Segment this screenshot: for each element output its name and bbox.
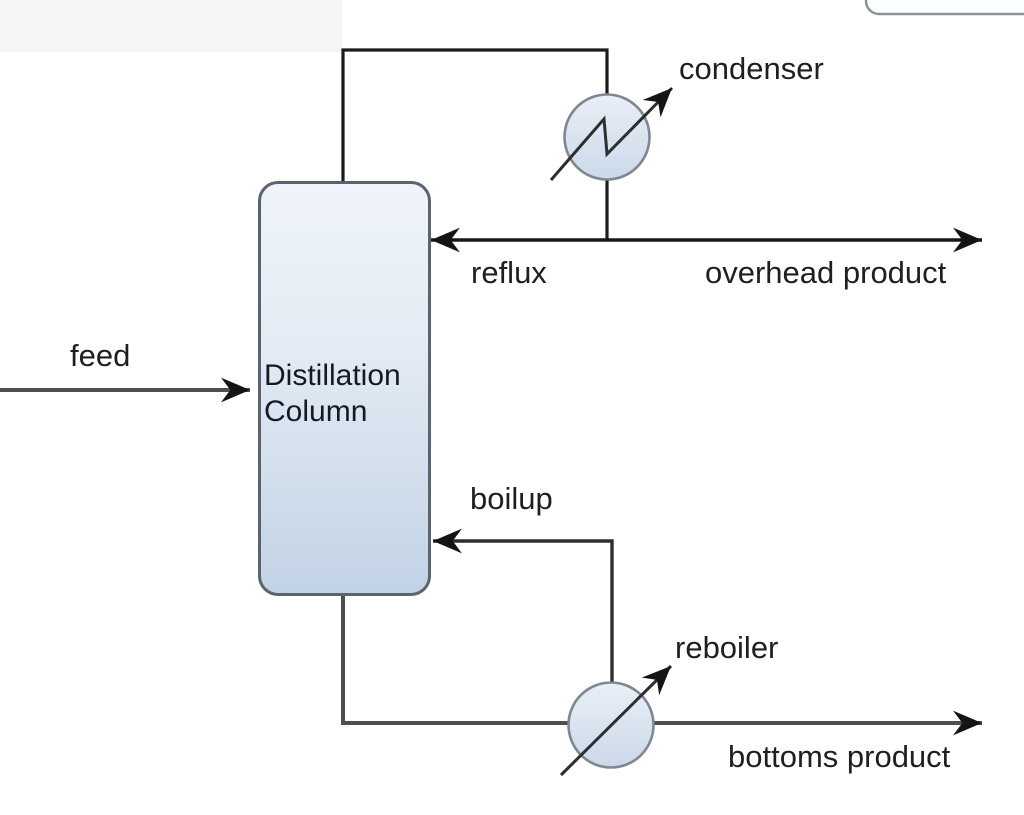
top-gray-band [0,0,342,52]
condenser-symbol [549,86,674,181]
pipe-column-to-condenser [341,48,609,182]
column-label-line2: Column [264,395,368,428]
window-fragment [864,0,1024,16]
boilup-label: boilup [470,481,553,516]
reboiler-label: reboiler [675,630,779,665]
bottoms-product-label: bottoms product [728,739,951,774]
distillation-column: Distillation Column [258,181,431,596]
boilup-arrow [433,528,614,690]
column-label-line1: Distillation [264,359,401,392]
condenser-label: condenser [679,51,824,86]
reflux-label: reflux [471,255,547,290]
overhead-product-label: overhead product [705,255,947,290]
condenser-zigzag-arrow [549,86,674,181]
reboiler-symbol [559,664,673,777]
feed-label: feed [70,338,131,373]
reboiler-diagonal-arrow [559,664,673,777]
distillation-column-label: Distillation Column [264,358,401,430]
bottoms-product-arrow [341,595,982,736]
